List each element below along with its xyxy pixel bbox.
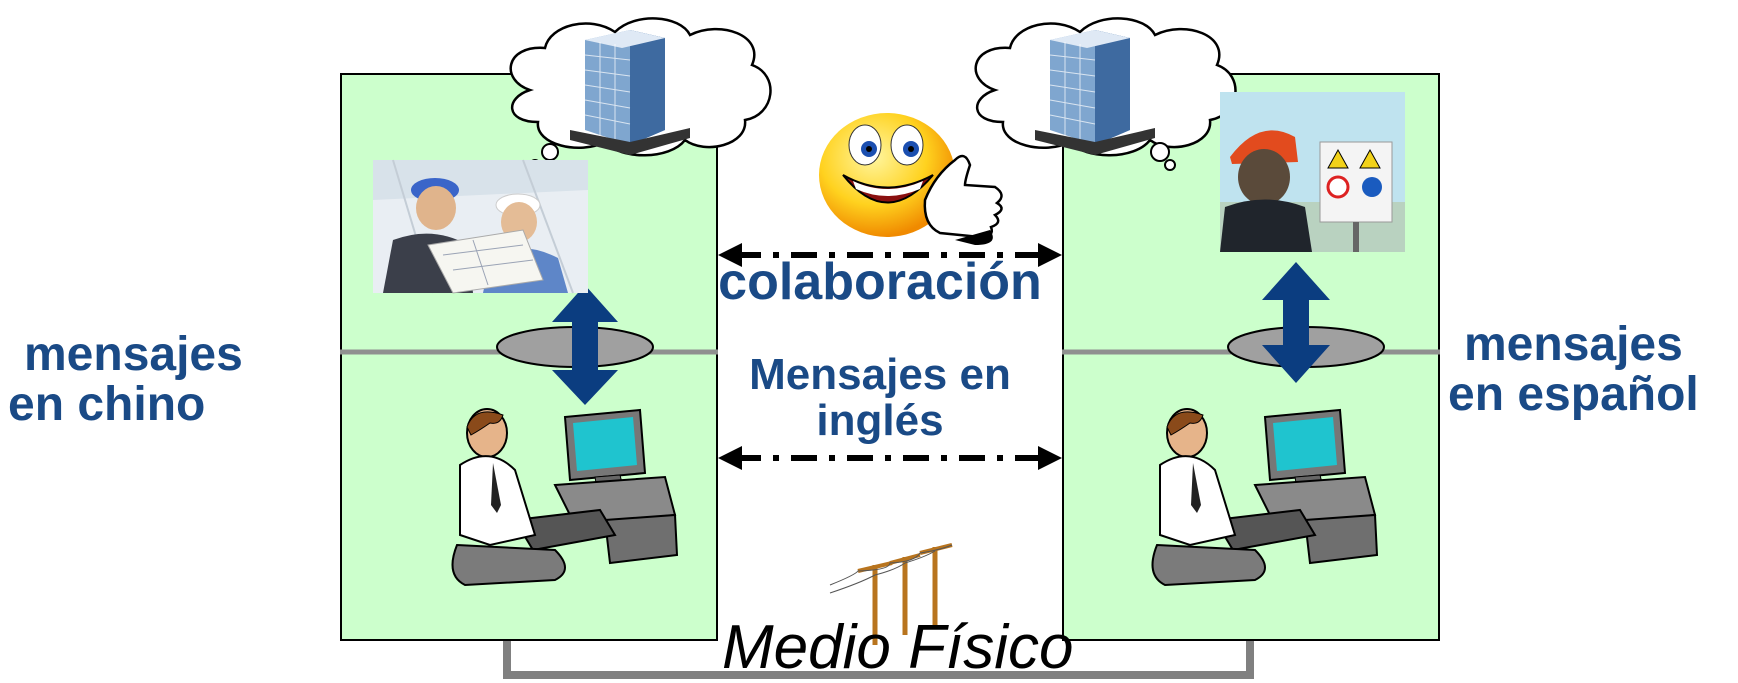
smiley-thumbs-up-icon (819, 113, 1003, 245)
right-label-line1: mensajes (1464, 318, 1683, 371)
utility-poles-icon (829, 543, 953, 645)
engineers-blueprint-photo (373, 159, 588, 294)
left-label-line2: en chino (8, 378, 206, 432)
right-cloud-building-icon (974, 17, 1237, 171)
left-label-line1: mensajes (24, 328, 243, 381)
left-cloud-building-icon (509, 17, 772, 171)
right-messages-label: mensajes en español (1448, 318, 1699, 422)
left-messages-label: mensajes en chino (8, 328, 243, 432)
collaboration-label: colaboración (718, 253, 1042, 311)
physical-medium-label: Medio Físico (722, 613, 1074, 682)
english-messages-label: Mensajes en inglés (712, 350, 1048, 446)
worker-safety-signs-photo (1220, 92, 1405, 252)
right-label-line2: en español (1448, 368, 1699, 422)
left-user-computer-icon (451, 408, 679, 587)
english-messages-line1: Mensajes en (749, 350, 1011, 399)
english-messages-line2: inglés (816, 396, 944, 446)
right-user-computer-icon (1151, 408, 1379, 587)
